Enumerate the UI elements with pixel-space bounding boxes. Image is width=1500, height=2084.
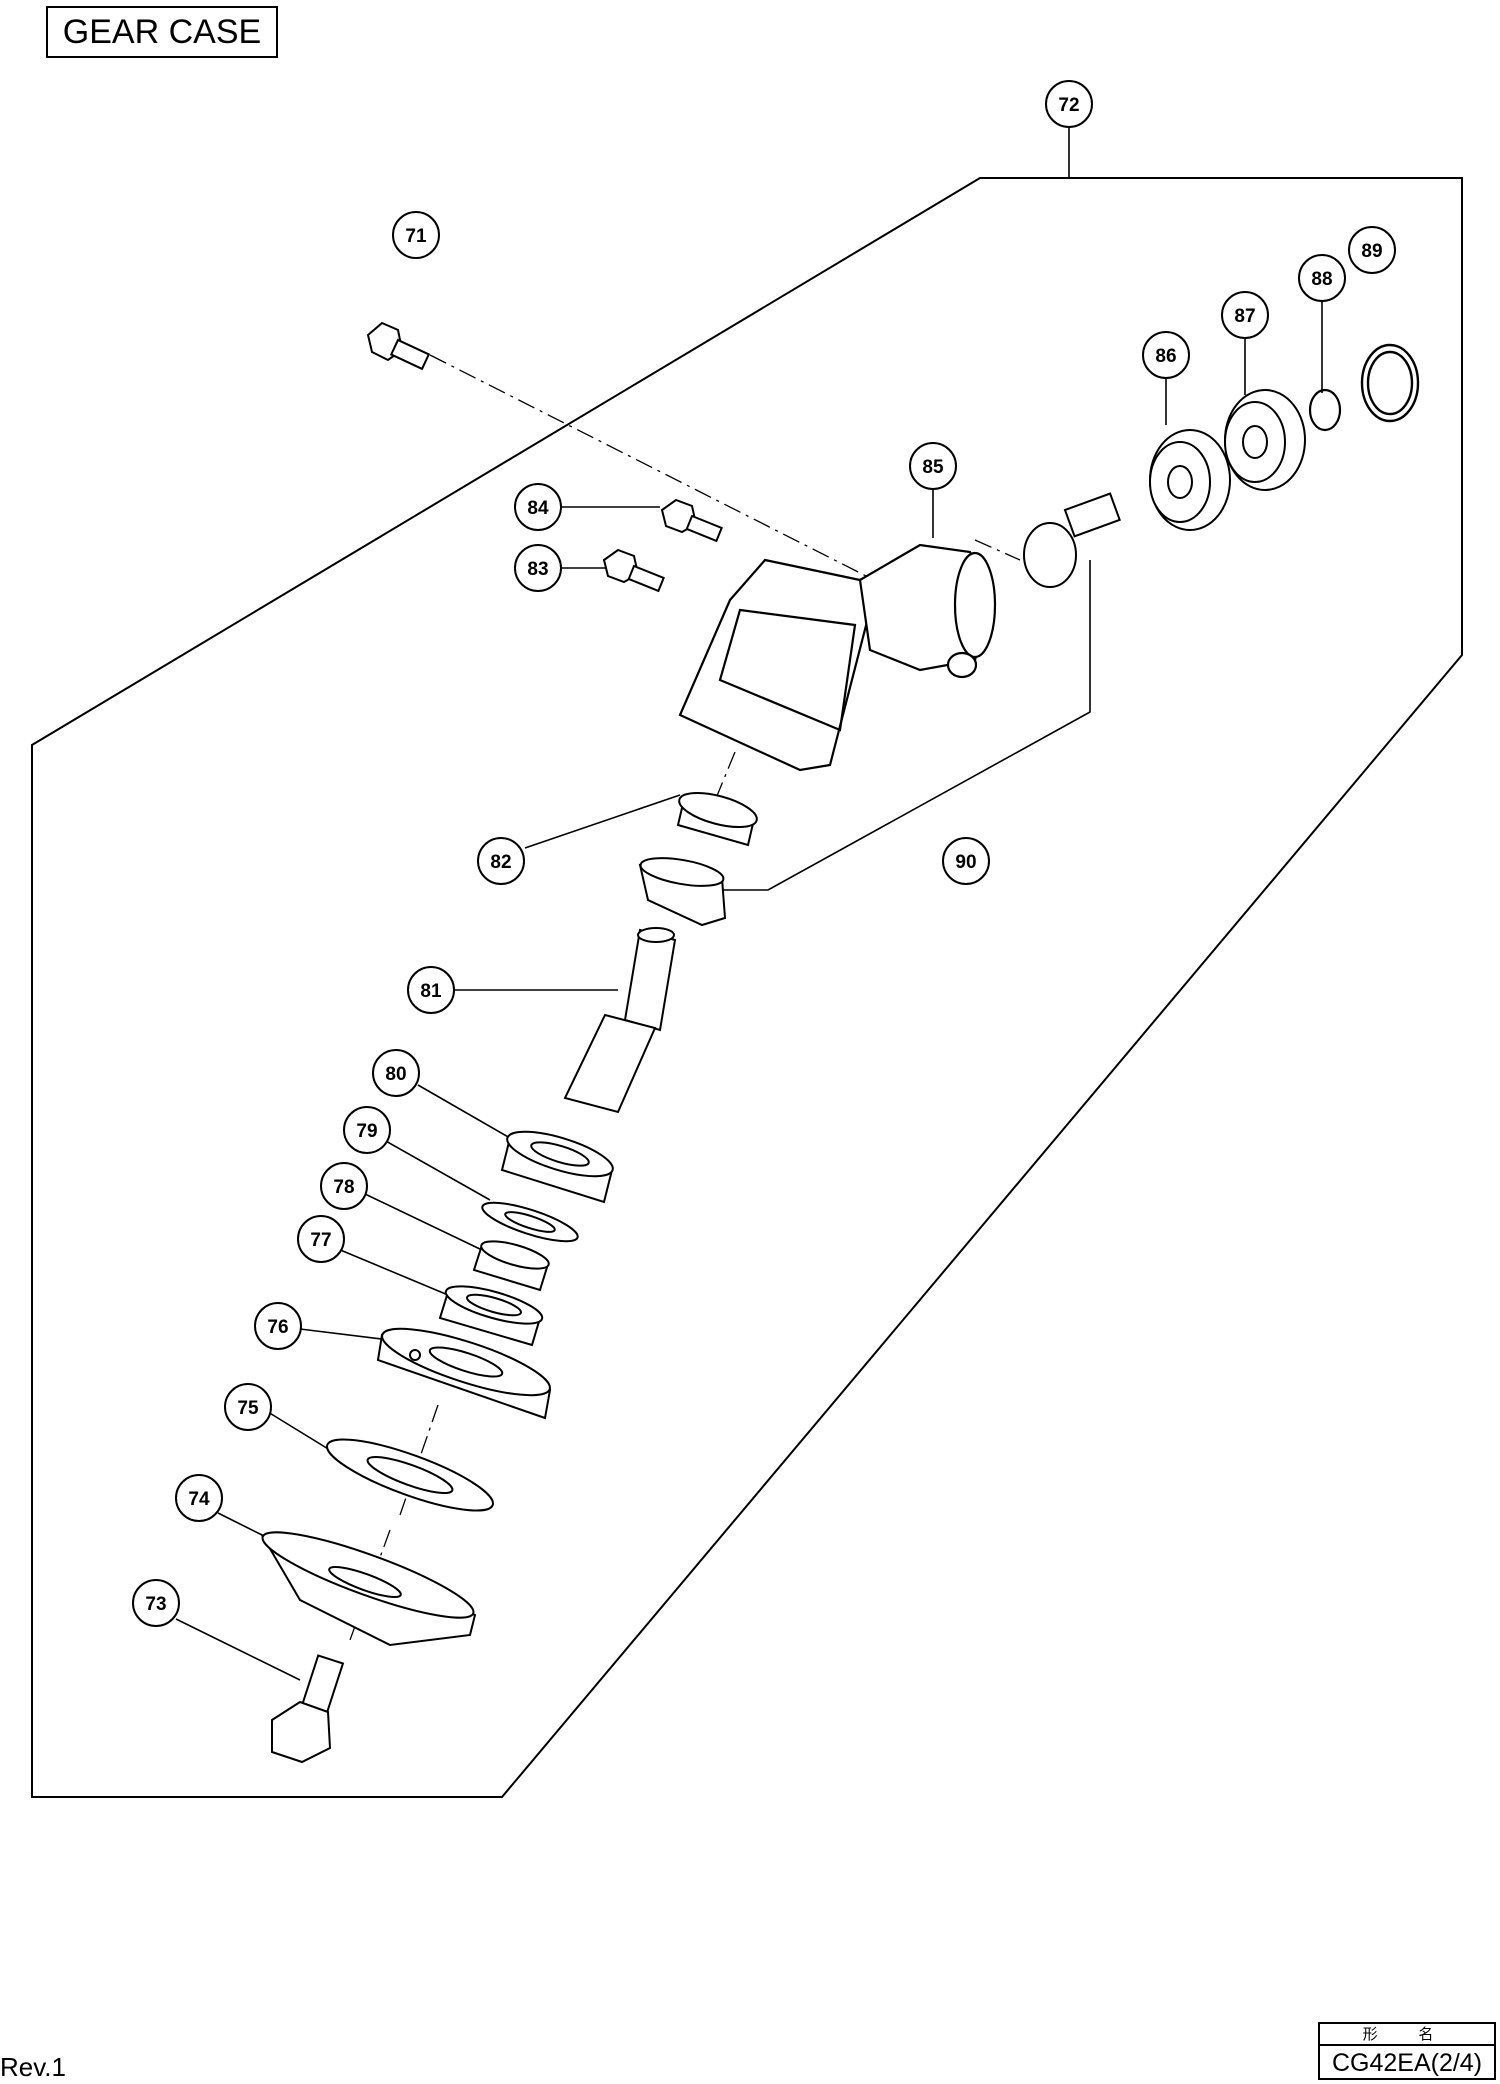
svg-text:74: 74 [188, 1489, 210, 1510]
svg-text:90: 90 [955, 852, 976, 873]
svg-text:89: 89 [1361, 241, 1382, 262]
protective-cover-74 [259, 1531, 477, 1647]
bearing-86 [1149, 429, 1231, 531]
bearing-87 [1224, 389, 1306, 491]
callout-89: 89 [1348, 226, 1396, 274]
gear-case-85 [678, 543, 997, 772]
svg-text:77: 77 [310, 1230, 331, 1251]
callout-85: 85 [909, 442, 957, 490]
svg-text:81: 81 [420, 981, 442, 1002]
revision-label: Rev.1 [0, 2052, 66, 2082]
callout-86: 86 [1142, 331, 1190, 379]
bearing-82 [676, 791, 758, 847]
callout-90: 90 [942, 837, 990, 885]
bolt-83 [602, 548, 665, 593]
bolt-84 [660, 498, 723, 543]
callout-84: 84 [514, 483, 562, 531]
callout-71: 71 [392, 211, 440, 259]
callout-74: 74 [175, 1474, 223, 1522]
bevel-gear-90 [638, 857, 727, 927]
svg-text:75: 75 [237, 1398, 259, 1419]
callout-bubbles: 72 71 89 88 87 86 85 84 83 82 90 81 80 7… [132, 80, 1396, 1627]
callout-78: 78 [320, 1162, 368, 1210]
section-title: GEAR CASE [46, 6, 278, 58]
svg-text:82: 82 [490, 852, 511, 873]
svg-text:87: 87 [1234, 306, 1255, 327]
retaining-ring-88 [1308, 388, 1342, 432]
svg-text:80: 80 [385, 1064, 406, 1085]
callout-88: 88 [1298, 254, 1346, 302]
collar-78 [472, 1240, 550, 1292]
spindle-shaft-81 [563, 927, 677, 1114]
callout-81: 81 [407, 966, 455, 1014]
callout-79: 79 [343, 1106, 391, 1154]
svg-text:83: 83 [527, 559, 548, 580]
callout-76: 76 [254, 1302, 302, 1350]
callout-87: 87 [1221, 291, 1269, 339]
hex-bolt-73 [271, 1654, 345, 1764]
svg-text:73: 73 [145, 1594, 166, 1615]
assembly-outline [31, 177, 1463, 1798]
callout-75: 75 [224, 1383, 272, 1431]
snap-ring-89 [1360, 343, 1420, 423]
callout-77: 77 [297, 1215, 345, 1263]
callout-72: 72 [1045, 80, 1093, 128]
svg-text:78: 78 [333, 1177, 354, 1198]
svg-text:84: 84 [527, 498, 549, 519]
svg-text:76: 76 [267, 1317, 288, 1338]
leader-lines [175, 128, 1323, 1681]
svg-text:79: 79 [356, 1121, 377, 1142]
hex-bolt-71 [366, 321, 431, 371]
pinion-gear-90-top [1023, 492, 1121, 588]
model-value: CG42EA(2/4) [1331, 2049, 1483, 2077]
svg-text:85: 85 [922, 457, 944, 478]
callout-80: 80 [372, 1049, 420, 1097]
model-box: 形 名 CG42EA(2/4) [1318, 2022, 1496, 2080]
callout-82: 82 [477, 837, 525, 885]
seal-77 [438, 1285, 544, 1347]
svg-text:72: 72 [1058, 95, 1079, 116]
callout-73: 73 [132, 1579, 180, 1627]
svg-text:86: 86 [1155, 346, 1176, 367]
svg-text:71: 71 [405, 226, 427, 247]
washer-plate-75 [326, 1438, 494, 1512]
svg-text:88: 88 [1311, 269, 1332, 290]
holder-76 [376, 1327, 552, 1420]
bearing-80 [500, 1130, 614, 1204]
model-header: 形 名 [1320, 2024, 1494, 2046]
washer-79 [481, 1201, 579, 1243]
callout-83: 83 [514, 544, 562, 592]
